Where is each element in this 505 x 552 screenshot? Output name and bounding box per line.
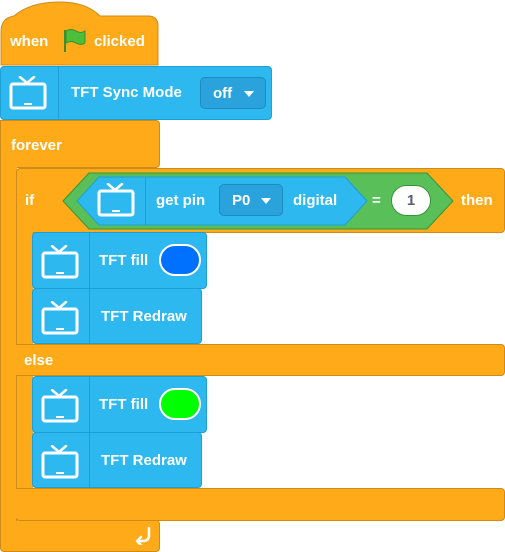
tv-icon [9,76,47,110]
if-label: if [25,192,35,209]
forever-block-top[interactable]: forever [0,120,160,168]
tv-icon [41,245,79,279]
tv-icon [41,445,79,479]
chevron-down-icon [261,198,271,204]
green-flag-icon [64,29,86,52]
else-block[interactable]: else [16,344,505,376]
block-separator [145,177,146,225]
block-separator [89,377,90,432]
tv-icon [41,301,79,335]
tft-redraw-block-else[interactable]: TFT Redraw [32,432,202,488]
block-separator [58,67,59,119]
fill-color-swatch[interactable] [159,388,201,420]
forever-label: forever [11,137,62,154]
sync-mode-value: off [213,85,233,102]
sync-mode-label: TFT Sync Mode [71,84,182,101]
forever-block-bottom[interactable] [0,520,160,552]
else-label: else [24,352,54,369]
fill-color-swatch[interactable] [159,244,201,276]
forever-block-arm [0,166,17,526]
tft-sync-mode-block[interactable]: TFT Sync Mode off [0,66,272,120]
pin-dropdown[interactable]: P0 [219,184,283,216]
compare-value: 1 [406,192,416,209]
if-block-arm [16,231,33,521]
then-label: then [461,192,493,209]
tft-fill-label: TFT fill [99,396,149,413]
digital-label: digital [293,192,338,209]
block-separator [89,233,90,288]
block-separator [89,289,90,343]
clicked-label: clicked [94,33,145,50]
compare-value-input[interactable]: 1 [391,185,431,216]
equals-label: = [372,192,381,209]
sync-mode-dropdown[interactable]: off [200,77,266,109]
tft-fill-label: TFT fill [99,252,149,269]
when-label: when [10,33,49,50]
loop-arrow-icon [135,526,151,545]
chevron-down-icon [244,91,254,97]
tv-icon [97,183,135,217]
get-pin-label: get pin [156,192,206,209]
pin-value: P0 [232,192,251,209]
if-block-bottom [16,488,505,521]
tft-fill-block-else[interactable]: TFT fill [32,376,207,433]
tft-redraw-label: TFT Redraw [101,308,187,325]
tft-redraw-label: TFT Redraw [101,452,187,469]
tft-redraw-block-then[interactable]: TFT Redraw [32,288,202,344]
block-separator [89,433,90,487]
tft-fill-block-then[interactable]: TFT fill [32,232,207,289]
tv-icon [41,389,79,423]
when-flag-clicked-block[interactable]: when clicked [0,0,160,66]
